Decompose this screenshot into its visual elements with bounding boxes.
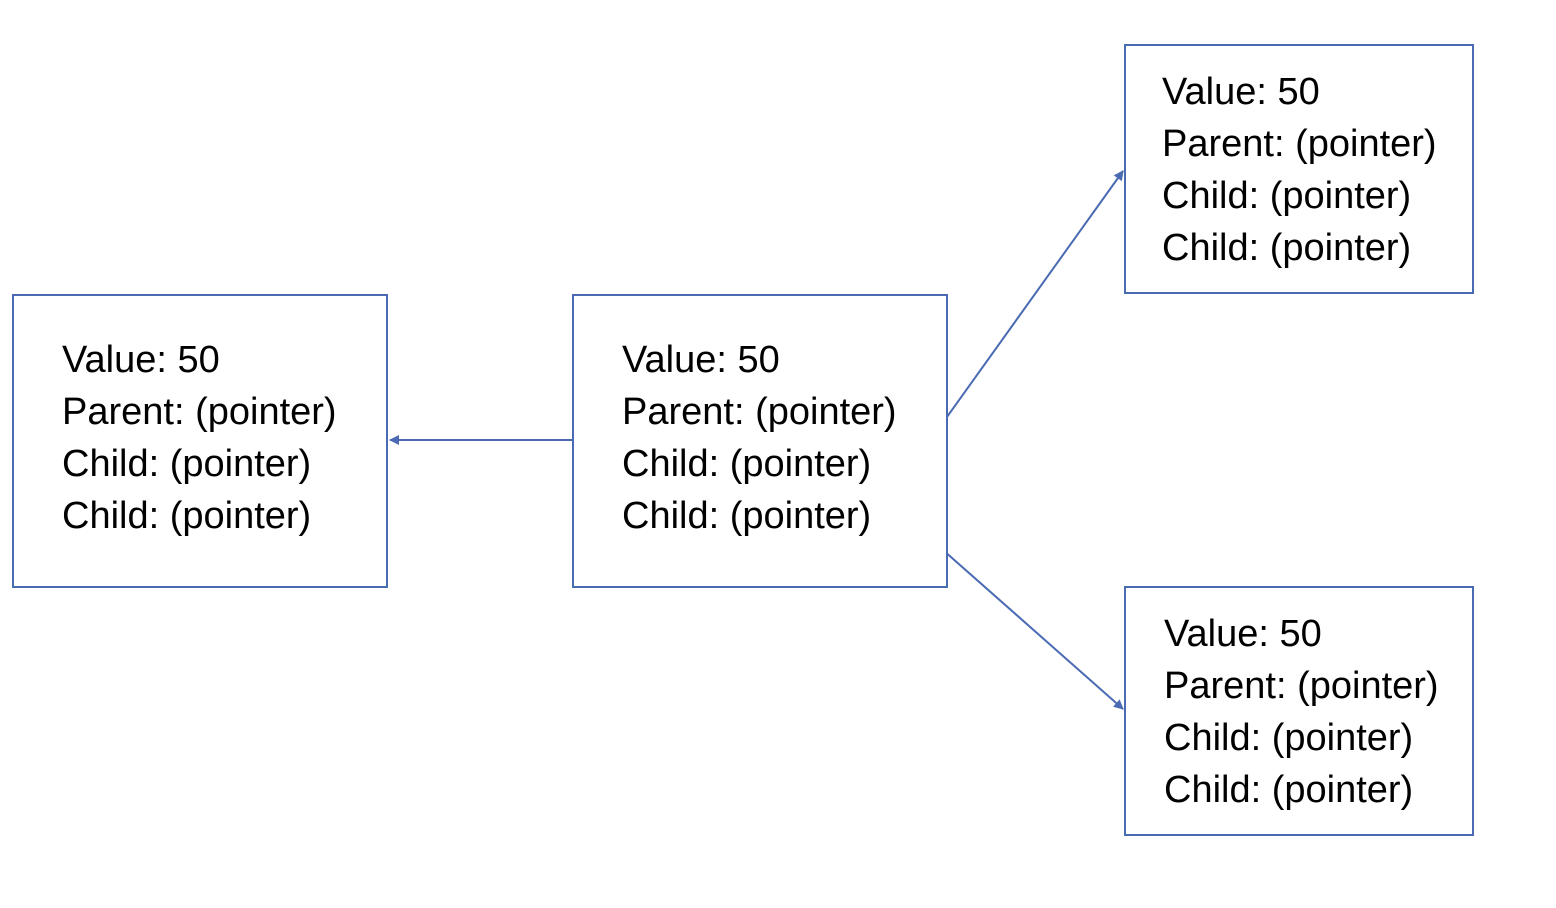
node-value-field: Value: 50	[62, 339, 220, 381]
node-value-field: Value: 50	[1164, 613, 1322, 655]
node-fields: Value: 50 Parent: (pointer) Child: (poin…	[1162, 66, 1437, 274]
node-child-field: Child: (pointer)	[62, 443, 312, 485]
tree-node-center: Value: 50 Parent: (pointer) Child: (poin…	[572, 294, 948, 588]
node-child-field: Child: (pointer)	[1164, 717, 1414, 759]
node-child-field: Child: (pointer)	[1162, 227, 1412, 269]
node-fields: Value: 50 Parent: (pointer) Child: (poin…	[622, 334, 897, 542]
node-child-field: Child: (pointer)	[622, 443, 872, 485]
node-value-field: Value: 50	[622, 339, 780, 381]
node-child-field: Child: (pointer)	[1162, 175, 1412, 217]
node-parent-field: Parent: (pointer)	[622, 391, 897, 433]
node-child-field: Child: (pointer)	[1164, 769, 1414, 811]
node-parent-field: Parent: (pointer)	[1164, 665, 1439, 707]
node-parent-field: Parent: (pointer)	[62, 391, 337, 433]
node-fields: Value: 50 Parent: (pointer) Child: (poin…	[1164, 608, 1439, 816]
node-value-field: Value: 50	[1162, 71, 1320, 113]
tree-node-bottom-right: Value: 50 Parent: (pointer) Child: (poin…	[1124, 586, 1474, 836]
node-child-field: Child: (pointer)	[62, 495, 312, 537]
node-child-field: Child: (pointer)	[622, 495, 872, 537]
node-fields: Value: 50 Parent: (pointer) Child: (poin…	[62, 334, 337, 542]
tree-node-top-right: Value: 50 Parent: (pointer) Child: (poin…	[1124, 44, 1474, 294]
node-parent-field: Parent: (pointer)	[1162, 123, 1437, 165]
tree-node-left: Value: 50 Parent: (pointer) Child: (poin…	[12, 294, 388, 588]
